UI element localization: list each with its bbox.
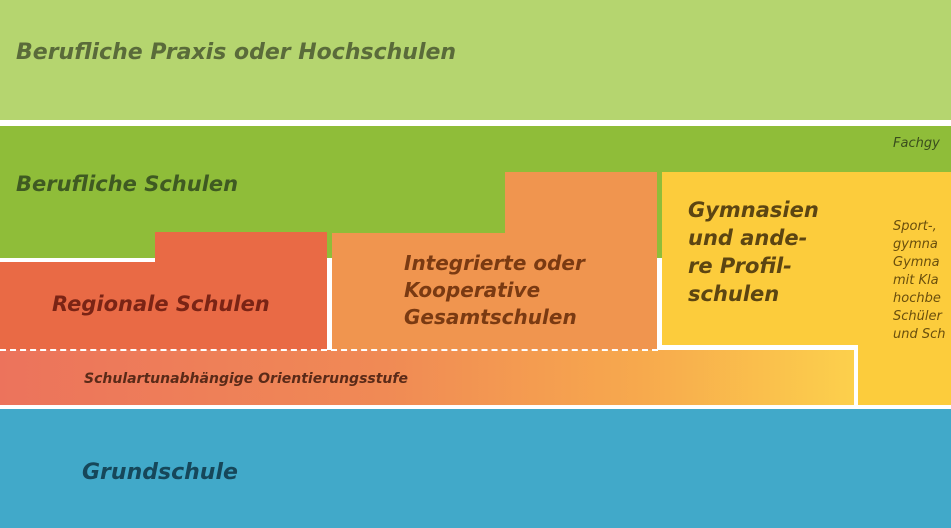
gymnasien-label: Gymnasien und ande- re Profil- schulen [688,196,819,308]
band-berufliche-praxis [0,0,951,120]
orientierungsstufe-label: Schulartunabhängige Orientierungsstufe [84,371,408,387]
gymnasien-label-line: Gymnasien [688,198,819,222]
sportgymnasium-block [858,345,951,405]
regional-schulen-label: Regionale Schulen [52,292,270,316]
sportgymnasium-label-line: und Sch [893,327,946,342]
sportgymnasium-label-line: mit Kla [893,273,939,288]
sportgymnasium-label-line: Schüler [893,309,942,324]
orientierungsstufe-dashed-divider [0,349,658,351]
gesamtschulen-step [505,172,657,350]
praxis-label: Berufliche Praxis oder Hochschulen [16,40,457,65]
sportgymnasium-label-line: hochbe [893,291,941,306]
gymnasien-label-line: und ande- [688,226,808,250]
gesamtschulen-label-line: Gesamtschulen [404,305,577,329]
orientierungsstufe-band [0,350,854,405]
sportgymnasium-label: Sport-, gymna Gymna mit Kla hochbe Schül… [893,218,946,344]
gymnasien-label-line: schulen [688,282,780,306]
fachgymnasium-strip [657,126,951,160]
gymnasien-block [662,172,951,345]
gymnasien-label-line: re Profil- [688,254,792,278]
sportgymnasium-label-line: Sport-, [893,219,937,234]
gesamtschulen-label-line: Integrierte oder [404,251,585,275]
regional-schulen-step [155,232,327,350]
sportgymnasium-label-line: Gymna [893,255,940,270]
gesamtschulen-label-line: Kooperative [404,278,541,302]
fachgymnasium-label: Fachgy [893,136,940,151]
sportgymnasium-label-line: gymna [893,237,938,252]
berufliche-schulen-label: Berufliche Schulen [16,172,239,196]
grundschule-label: Grundschule [82,460,238,485]
gesamtschulen-label: Integrierte oder Kooperative Gesamtschul… [404,250,585,331]
band-grundschule [0,409,951,528]
